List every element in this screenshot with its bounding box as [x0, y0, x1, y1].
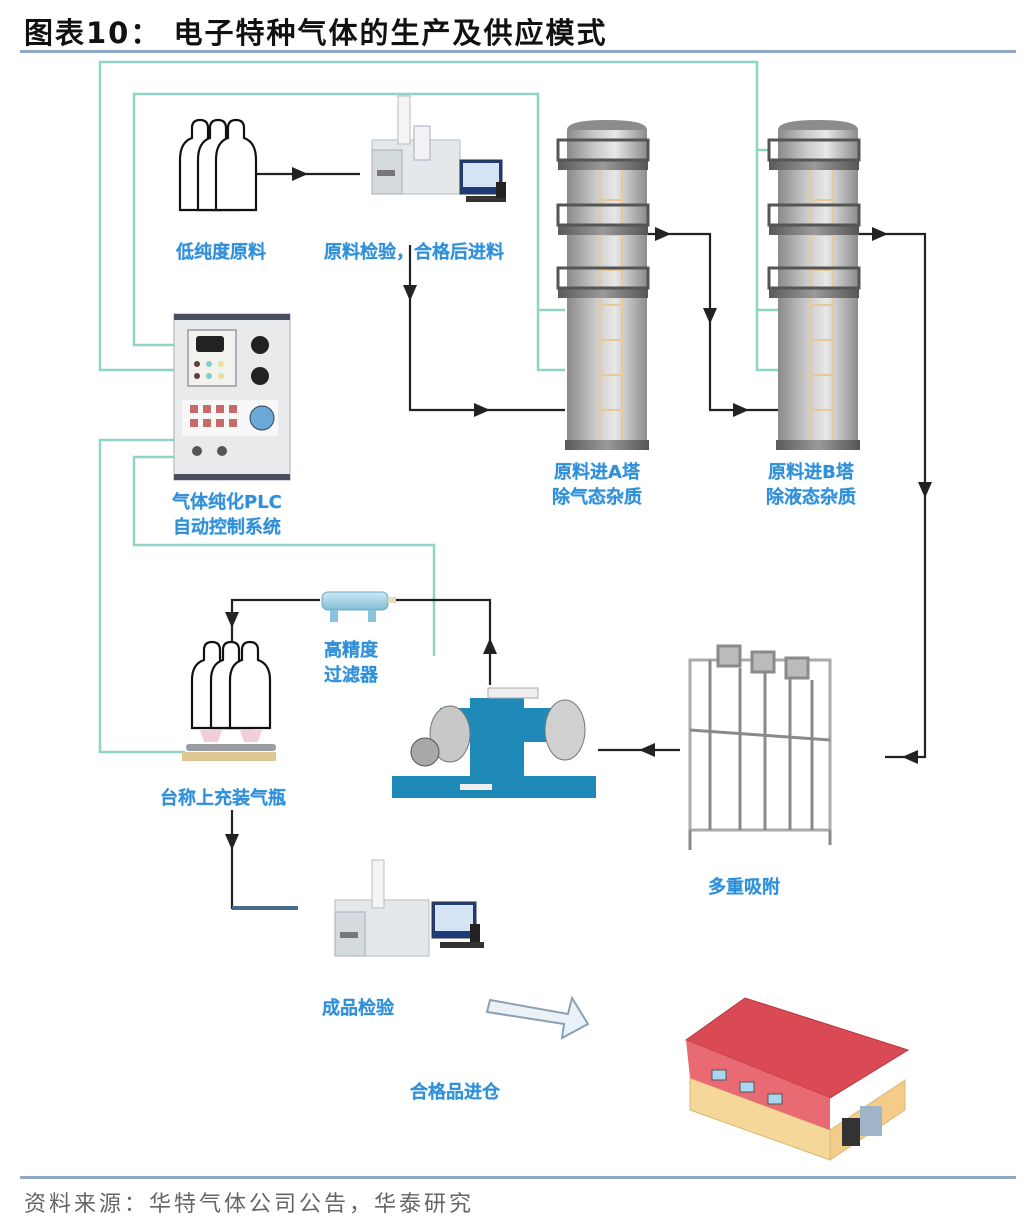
label-filter-line1: 高精度 — [324, 640, 378, 661]
source-note: 资料来源：华特气体公司公告，华泰研究 — [24, 1192, 475, 1217]
title-divider — [20, 50, 1016, 53]
label-plc-line2: 自动控制系统 — [172, 517, 281, 538]
label-tower-b-line1: 原料进B塔 — [768, 462, 854, 483]
arrow-right-icon — [872, 227, 888, 241]
warehouse-icon — [684, 997, 910, 1161]
filling-cylinders-icon — [190, 640, 272, 730]
arrow-right-icon — [474, 403, 490, 417]
control-line-to-filling — [98, 438, 185, 754]
label-warehouse: 合格品进仓 — [410, 1082, 500, 1103]
final-inspection-analyzer-icon — [334, 859, 484, 957]
tower-b-icon — [767, 120, 861, 450]
label-tower-b: 原料进B塔 除液态杂质 — [766, 460, 856, 510]
label-plc-line1: 气体纯化PLC — [172, 492, 282, 513]
label-plc: 气体纯化PLC 自动控制系统 — [172, 490, 282, 540]
arrow-up-icon — [483, 638, 497, 654]
figure-title: 图表10： 电子特种气体的生产及供应模式 — [24, 16, 608, 50]
arrow-down-icon — [225, 834, 239, 850]
raw-inspection-analyzer-icon — [371, 95, 506, 202]
arrowheads — [225, 167, 932, 850]
arrow-down-icon — [225, 612, 239, 628]
control-lines — [98, 60, 778, 754]
control-line-to-compressor — [132, 455, 436, 656]
label-filling: 台称上充装气瓶 — [160, 788, 286, 809]
label-tower-b-line2: 除液态杂质 — [766, 487, 856, 508]
control-line-outer-top — [98, 60, 770, 372]
arrow-down-icon — [703, 308, 717, 324]
label-final-inspection: 成品检验 — [322, 998, 394, 1019]
compressor-icon — [392, 687, 596, 798]
arrow-right-icon — [733, 403, 749, 417]
label-adsorption: 多重吸附 — [708, 877, 780, 898]
tower-a-icon — [556, 120, 650, 450]
arrow-down-icon — [403, 285, 417, 301]
raw-cylinders-icon — [178, 118, 258, 212]
scale-platform-icon — [182, 730, 276, 761]
arrow-right-icon — [292, 167, 308, 181]
label-tower-a: 原料进A塔 除气态杂质 — [552, 460, 642, 510]
arrow-left-icon — [902, 750, 918, 764]
label-tower-a-line2: 除气态杂质 — [552, 487, 642, 508]
arrow-left-icon — [639, 743, 655, 757]
flow-inspection-to-tower-a — [408, 245, 565, 412]
label-raw-material: 低纯度原料 — [176, 242, 266, 263]
flow-tower-b-to-adsorption — [855, 232, 927, 759]
flow-filling-to-inspection — [230, 810, 298, 910]
label-raw-inspection: 原料检验，合格后进料 — [324, 242, 504, 263]
high-precision-filter-icon — [321, 591, 396, 622]
label-tower-a-line1: 原料进A塔 — [554, 462, 640, 483]
flow-filter-to-bottles — [230, 598, 320, 650]
plc-cabinet-icon — [173, 313, 291, 481]
adsorption-unit-icon — [688, 644, 832, 850]
label-filter: 高精度 过滤器 — [324, 638, 378, 688]
label-filter-line2: 过滤器 — [324, 665, 378, 686]
control-line-inner-top — [132, 92, 565, 372]
hollow-arrow-icon — [485, 995, 590, 1040]
arrow-right-icon — [655, 227, 671, 241]
flow-compressor-to-filter — [395, 598, 492, 685]
control-line-tower-b — [755, 150, 778, 372]
arrow-down-icon — [918, 482, 932, 498]
source-divider — [20, 1176, 1016, 1179]
